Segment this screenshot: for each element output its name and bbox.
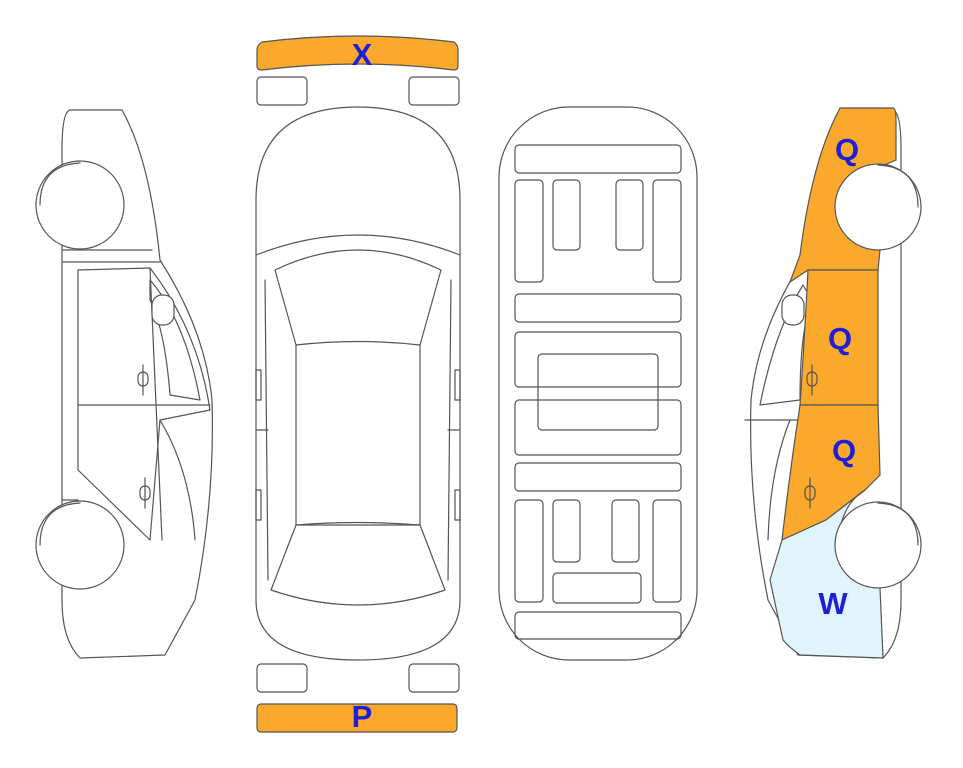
right-front-door-label: Q — [828, 321, 852, 356]
car-right-side-view: Q Q Q W — [744, 107, 922, 659]
right-front-fender-label: Q — [835, 132, 859, 167]
underside-outline — [498, 106, 698, 661]
front-left-mirror — [256, 76, 308, 106]
right-rear-door-label: Q — [832, 433, 856, 468]
rear-left-light — [256, 663, 308, 693]
rear-bumper-label: P — [352, 699, 373, 734]
car-top-view: X P — [255, 35, 461, 734]
rear-bumper-panel — [256, 703, 458, 733]
front-bumper-label: X — [352, 37, 373, 72]
right-front-wheel — [834, 163, 922, 251]
front-bumper-panel — [256, 35, 459, 71]
car-left-side-view — [35, 109, 213, 659]
left-rear-wheel — [35, 500, 125, 590]
rear-right-light — [408, 663, 460, 693]
right-rear-quarter-label: W — [818, 586, 848, 621]
top-view-body-outline — [255, 106, 461, 661]
front-right-mirror — [408, 76, 460, 106]
left-front-wheel — [35, 160, 125, 250]
right-rear-wheel — [834, 501, 922, 589]
car-underside-view — [498, 106, 698, 661]
left-side-body-outline — [61, 109, 213, 659]
